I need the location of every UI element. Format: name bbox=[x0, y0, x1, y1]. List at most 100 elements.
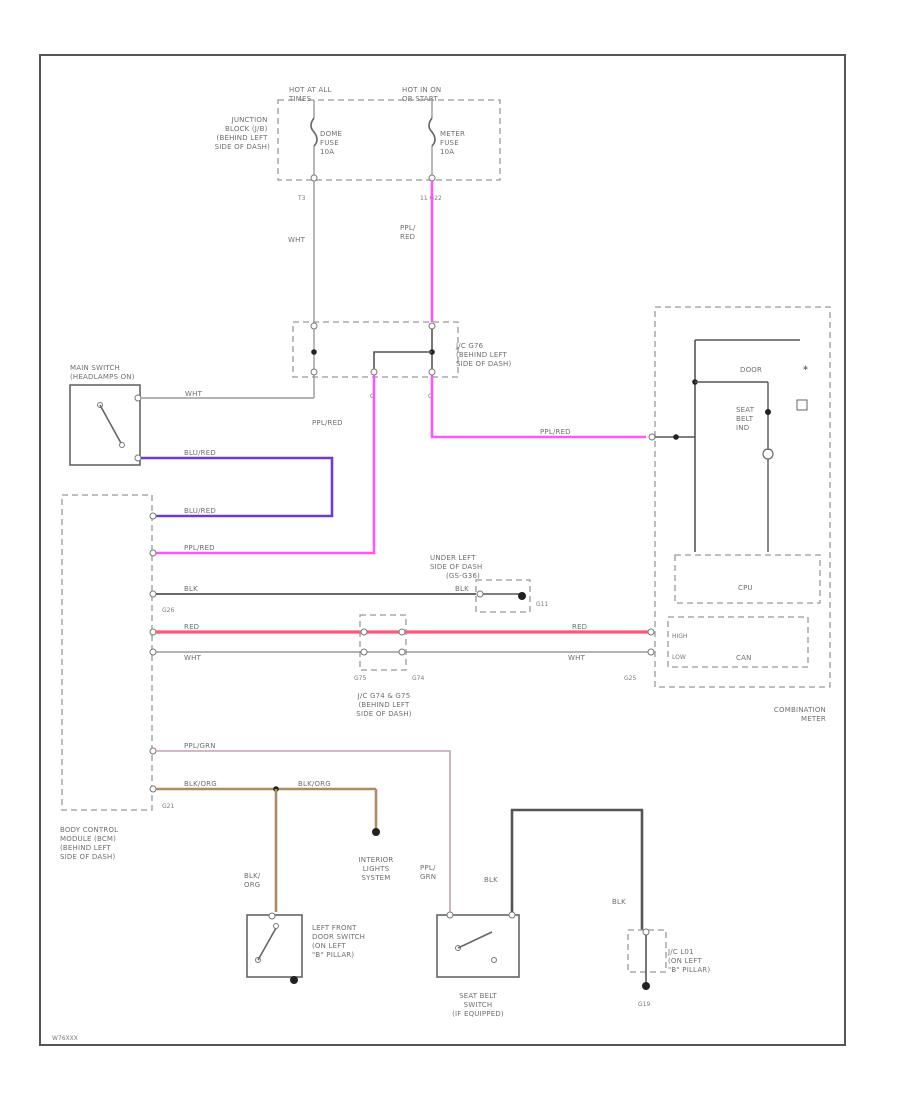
wire-blk-g19-label: BLK bbox=[612, 898, 626, 906]
main-switch-blade bbox=[99, 404, 123, 446]
door-switch-blade bbox=[257, 927, 277, 961]
seat-belt-switch-box bbox=[436, 914, 520, 978]
wire-wht-1-label: WHT bbox=[184, 654, 202, 662]
main-switch-pin-2 bbox=[134, 454, 142, 462]
g74-label: G74 bbox=[412, 675, 424, 682]
wire-blu-red-1-label: BLU/RED bbox=[184, 449, 216, 457]
seat-belt-switch-pin-1 bbox=[446, 911, 454, 919]
door-label: DOOR bbox=[740, 366, 762, 374]
junction-block-label: JUNCTION BLOCK (J/B) (BEHIND LEFT SIDE O… bbox=[215, 116, 270, 151]
jc-g74-g75-outline bbox=[359, 614, 407, 671]
main-switch-box bbox=[69, 384, 141, 466]
cpu-outline bbox=[674, 554, 821, 604]
bcm-label: BODY CONTROL MODULE (BCM) (BEHIND LEFT S… bbox=[60, 826, 121, 861]
can-high-label: HIGH bbox=[672, 633, 687, 640]
wire-blk-2-label: BLK bbox=[455, 585, 469, 593]
wire-ppl-red-mid-label: PPL/RED bbox=[312, 419, 343, 427]
wire-wht-top-label: WHT bbox=[288, 236, 306, 244]
meter-splice bbox=[673, 434, 679, 440]
g75-label: G75 bbox=[354, 675, 366, 682]
wire-blu-red bbox=[141, 456, 334, 518]
ground-pin bbox=[476, 590, 484, 598]
meter-can-high-pin bbox=[647, 628, 655, 636]
jc-g74-pin-1 bbox=[398, 628, 406, 636]
wire-ppl-red-bcm-label: PPL/RED bbox=[184, 544, 215, 552]
meter-can-low-pin bbox=[647, 648, 655, 656]
diagram-frame bbox=[39, 54, 846, 1046]
jc-l01-outline bbox=[627, 929, 667, 973]
seat-belt-ind-splice bbox=[765, 409, 771, 415]
jc-l01-label: J/C L01(ON LEFT"B" PILLAR) bbox=[667, 948, 710, 974]
wire-ppl-grn-label: PPL/GRN bbox=[184, 742, 216, 750]
wire-blu-red-2-label: BLU/RED bbox=[184, 507, 216, 515]
jc-g76-pin-3 bbox=[310, 368, 318, 376]
door-star-icon: ✱ bbox=[803, 365, 808, 372]
wire-blk-org-1-label: BLK/ORG bbox=[184, 780, 217, 788]
wire-ppl-grn-v-label: PPL/GRN bbox=[420, 864, 436, 881]
jc-g76-pin-5 bbox=[428, 368, 436, 376]
wire-ppl-red-top-label: PPL/RED bbox=[400, 224, 416, 241]
wire-blk-sb-label: BLK bbox=[484, 876, 498, 884]
main-switch-contact-2 bbox=[119, 442, 125, 448]
bcm-outline bbox=[61, 494, 153, 811]
wire-wht-2-label: WHT bbox=[568, 654, 586, 662]
wire-ppl-red-meter bbox=[430, 375, 646, 439]
wire-blk-org-2-label: BLK/ORG bbox=[298, 780, 331, 788]
interior-lights-connector bbox=[372, 828, 380, 836]
pin-c-1-label: C bbox=[370, 393, 374, 400]
meter-pin-1 bbox=[648, 433, 656, 441]
dome-fuse-icon bbox=[310, 117, 318, 147]
bcm-pin-blk-org bbox=[149, 785, 157, 793]
cpu-label: CPU bbox=[738, 584, 753, 592]
seat-belt-ind-lamp bbox=[762, 448, 774, 460]
jc-g74-pin-2 bbox=[398, 648, 406, 656]
main-switch-pin-1 bbox=[134, 394, 142, 402]
jc-g76-bus bbox=[373, 351, 432, 372]
wire-red-1-label: RED bbox=[184, 623, 199, 631]
seat-belt-switch-blade bbox=[457, 931, 493, 949]
meter-fuse-icon bbox=[428, 117, 436, 147]
wire-blk-org-v-label: BLK/ORG bbox=[244, 872, 261, 889]
main-switch-label: MAIN SWITCH(HEADLAMPS ON) bbox=[70, 364, 135, 381]
can-label: CAN bbox=[736, 654, 752, 662]
jc-g76-pin-1 bbox=[310, 322, 318, 330]
wire-ppl-red-meter-label: PPL/RED bbox=[540, 428, 571, 436]
seat-belt-switch-pin-2 bbox=[508, 911, 516, 919]
combination-meter-outline bbox=[654, 306, 831, 688]
can-outline bbox=[667, 616, 809, 668]
bcm-pin-wht bbox=[149, 648, 157, 656]
seat-belt-switch-contact-2 bbox=[491, 957, 497, 963]
door-switch-ground bbox=[290, 976, 298, 984]
g19-label: G19 bbox=[638, 1001, 650, 1008]
g11-label: G11 bbox=[536, 601, 548, 608]
wire-red-2-label: RED bbox=[572, 623, 587, 631]
wire-ppl-red-bcm bbox=[156, 375, 376, 555]
jc-l01-pin bbox=[642, 928, 650, 936]
can-low-label: LOW bbox=[672, 654, 686, 661]
bcm-pin-ppl-red bbox=[149, 549, 157, 557]
pin-g22 bbox=[428, 174, 436, 182]
wire-blk-seat-belt bbox=[510, 808, 644, 930]
footer-code: W76XXX bbox=[52, 1035, 78, 1042]
wire-wht-main-label: WHT bbox=[185, 390, 203, 398]
ground-g11-symbol bbox=[518, 592, 526, 600]
g21-label: G21 bbox=[162, 803, 174, 810]
g26-label: G26 bbox=[162, 607, 174, 614]
wire-blk-1-label: BLK bbox=[184, 585, 198, 593]
bcm-pin-ppl-grn bbox=[149, 747, 157, 755]
bcm-pin-blu-red bbox=[149, 512, 157, 520]
jc-g76-outline bbox=[292, 321, 459, 378]
ground-g19-symbol bbox=[642, 982, 650, 990]
bcm-pin-blk bbox=[149, 590, 157, 598]
left-front-door-switch-label: LEFT FRONT DOOR SWITCH (ON LEFT "B" PILL… bbox=[312, 924, 368, 959]
